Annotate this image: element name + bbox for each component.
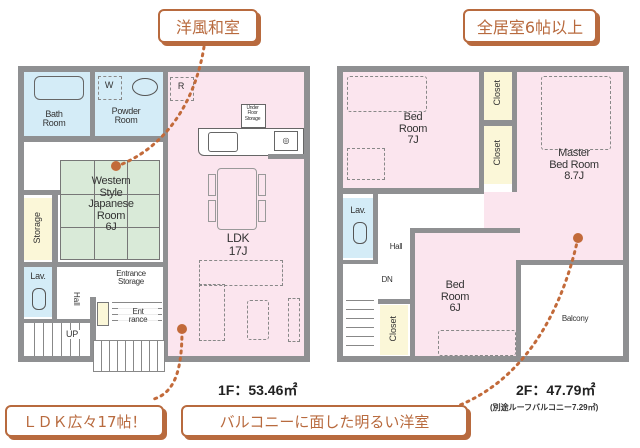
callout-dot-ldk [177,324,187,334]
lav-2f-label: Lav. [350,205,366,215]
tv-stand [288,298,300,342]
floor2-area: 2F：47.79㎡ [516,382,596,398]
stairs-up [26,323,88,356]
callout-balcony-room: バルコニーに面した明るい洋室 [181,405,468,437]
washer-space [98,76,122,100]
bed-room-6j-label: Bed Room 6J [440,279,470,315]
callout-ldk: ＬＤＫ広々17帖！ [5,405,164,437]
coffee-table [247,300,269,340]
master-bed-room-label: Master Bed Room 8.7J [549,147,599,183]
wall [52,195,58,265]
entrance-label: Ent rance [118,307,158,325]
sofa [199,260,283,286]
wall [24,136,163,142]
hall-2f-label: Hall [389,242,403,251]
closet-2 [484,126,512,184]
wall [516,260,521,358]
closet-3 [380,305,408,355]
porch [93,340,165,372]
powder-room-label: Powder Room [111,106,141,126]
wall [521,260,623,265]
wall [410,228,520,233]
wall [484,120,516,126]
bathtub-icon [34,76,84,100]
sink-icon [132,78,158,96]
up-label: UP [62,329,82,340]
wall [24,190,60,195]
kitchen-sink-icon [208,132,238,152]
lavatory [24,267,52,317]
under-floor-storage-label: Under Floor Storage [244,105,261,122]
wall [90,72,95,136]
dining-table [217,168,257,230]
japanese-room-label: Western Style Japanese Room 6J [88,175,134,234]
storage [24,198,52,260]
bed [347,76,427,112]
lav-label: Lav. [30,271,46,281]
ldk-label: LDK 17J [226,231,250,258]
bath-room-label: Bath Room [42,109,66,129]
wall [378,299,410,304]
wall [410,228,415,358]
wall [24,319,90,323]
desk [347,148,385,180]
stairs-down [346,296,374,354]
wall [52,267,57,319]
bed-room-7j-label: Bed Room 7J [398,111,428,147]
floor1-area: 1F：53.46㎡ [218,382,298,398]
master-bed-room [517,72,623,260]
wall [24,262,163,267]
lavatory-2f [343,198,373,258]
callout-all-rooms: 全居室6帖以上 [463,9,597,43]
wall [512,72,517,192]
bed-room-6j [415,233,516,356]
balcony-label: Balcony [561,314,589,323]
shoe-storage [97,302,109,326]
hall-label: Hall [72,292,81,306]
callout-dot-bedroom [573,233,583,243]
bed [438,330,516,356]
dn-label: DN [381,275,393,284]
tatami-grid [60,160,160,260]
double-bed [541,76,611,150]
sofa-chaise [199,284,225,341]
wall [373,194,378,260]
entrance-storage-label: Entrance Storage [116,269,146,287]
balcony [521,265,623,356]
wall [343,260,378,264]
toilet-icon [32,288,46,310]
wall [268,154,304,159]
wall [163,72,168,356]
stove-icon: ◎ [274,131,298,151]
closet-1 [484,72,512,120]
callout-dot-japanese-room [111,161,121,171]
washer-label: W [104,80,114,90]
ldk-room [168,72,304,356]
wall [90,297,96,356]
wall [343,188,484,194]
roof-balcony-note: (別途ルーフバルコニー7.29㎡) [490,403,599,412]
fridge-label: R [177,81,185,91]
toilet-icon [353,222,367,244]
bed-room-7j [343,72,479,188]
wall [479,72,484,192]
callout-western-japanese: 洋風和室 [158,9,258,43]
